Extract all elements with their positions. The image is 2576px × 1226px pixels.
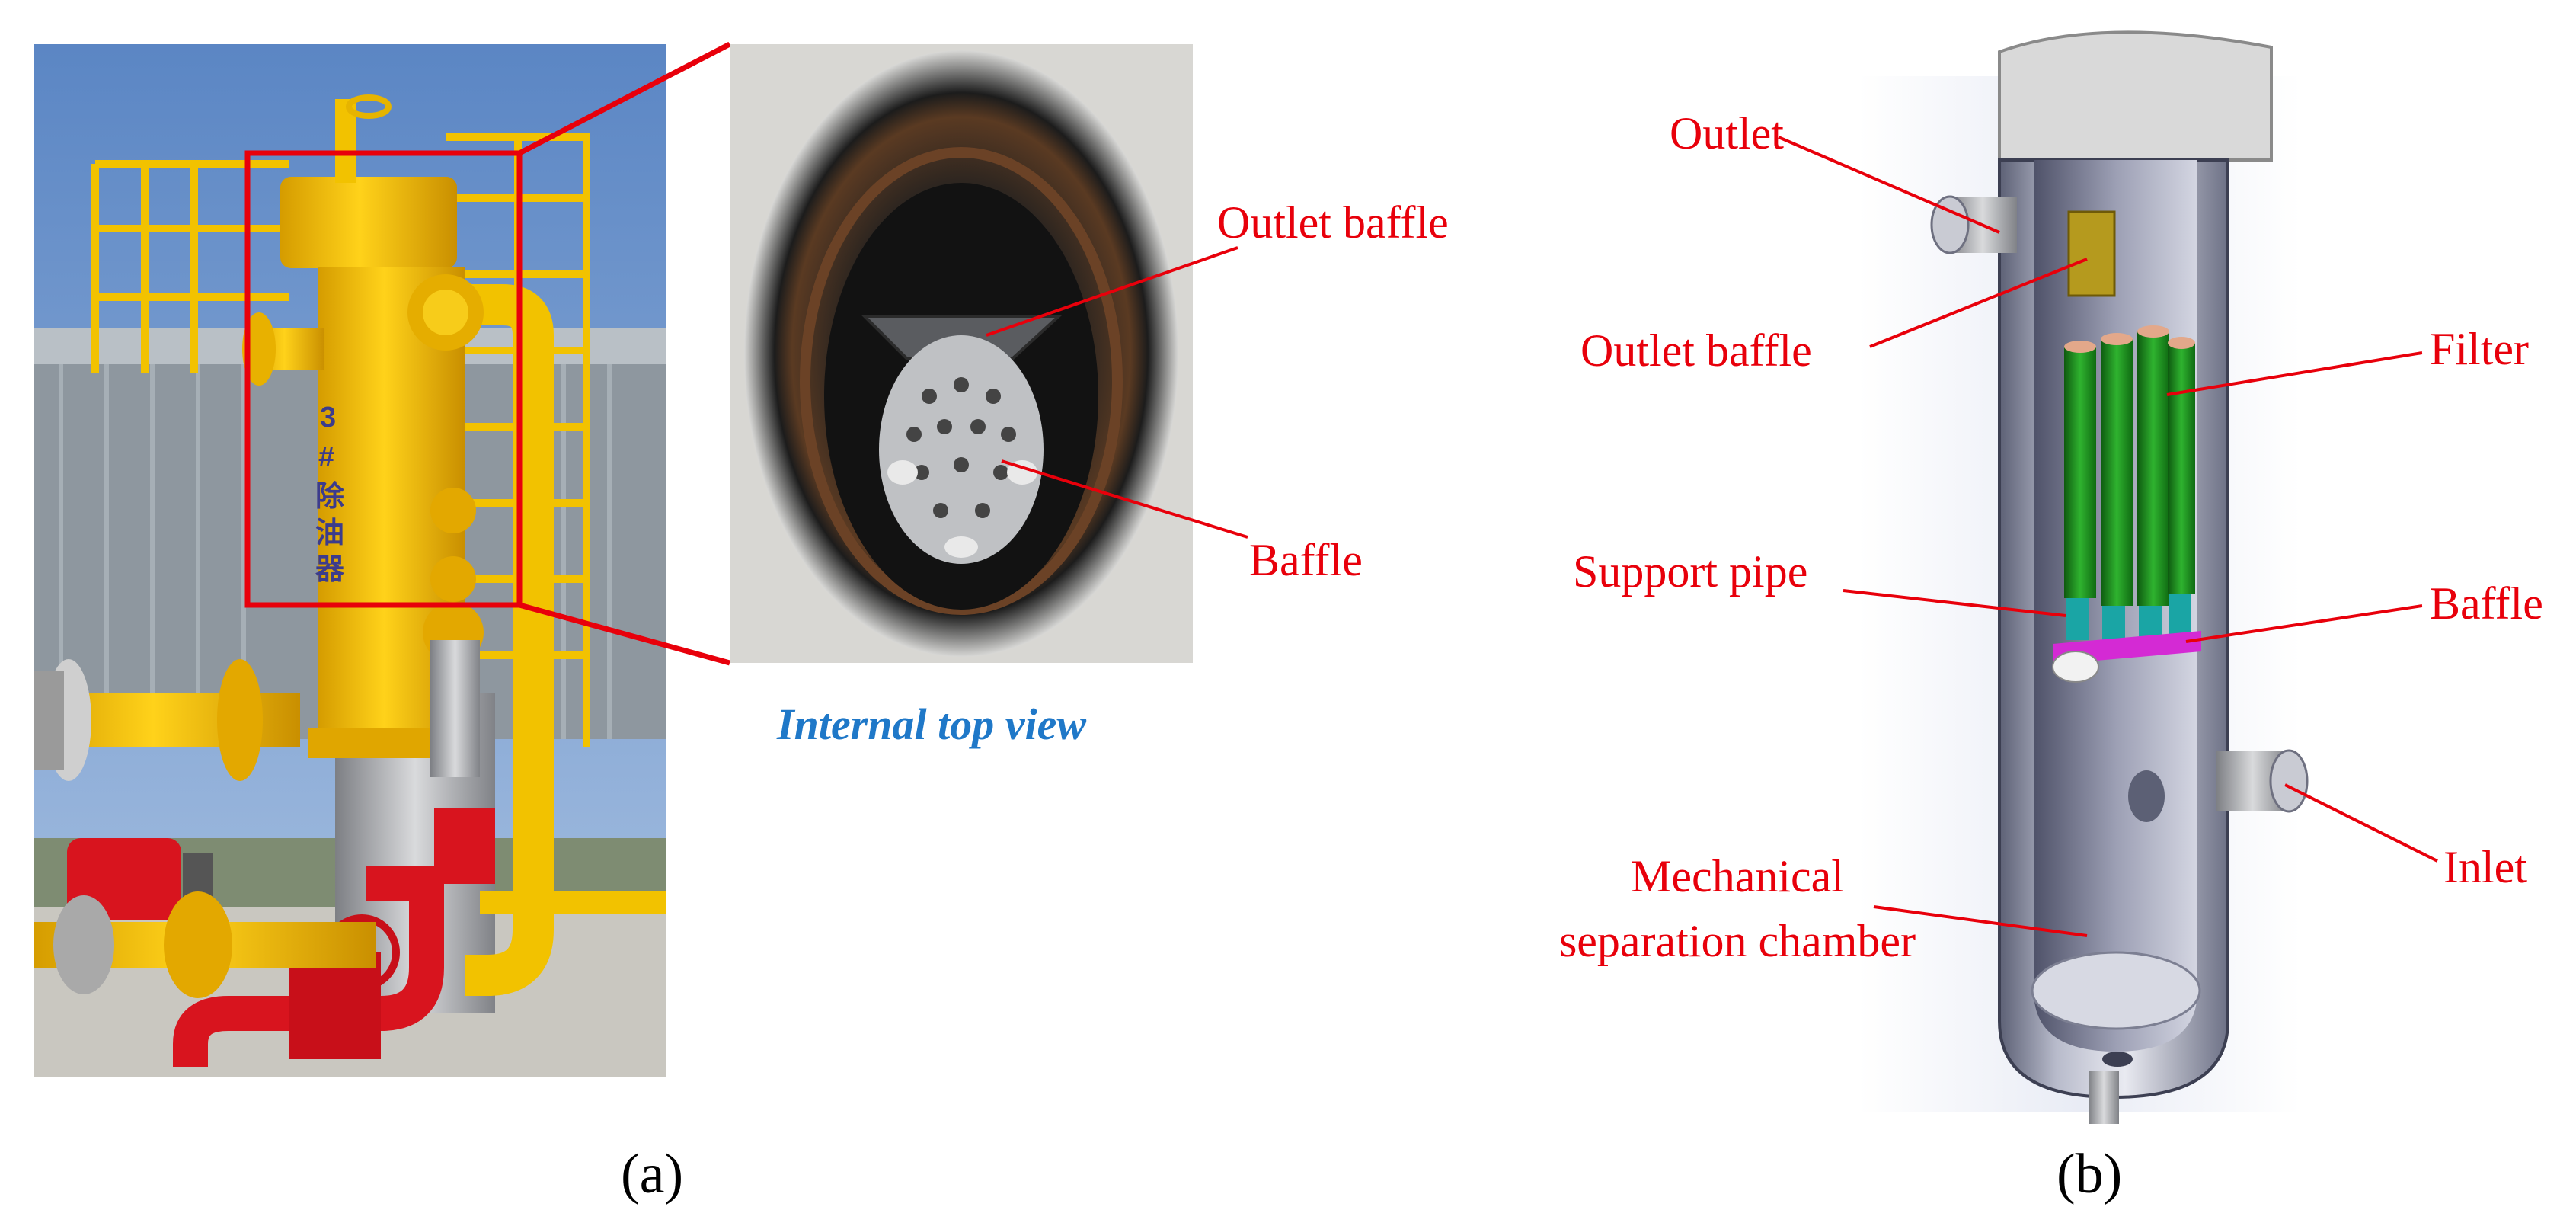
leader-baffle-b <box>2185 604 2423 643</box>
sign-char-5: 器 <box>315 554 345 586</box>
leader-baffle-a <box>1001 459 1248 539</box>
label-baffle-a: Baffle <box>1249 535 1363 585</box>
leader-outlet-baffle-a <box>986 246 1238 337</box>
sign-char-4: 油 <box>315 517 344 549</box>
sign-char-3: 除 <box>315 480 345 513</box>
label-outlet-baffle-b: Outlet baffle <box>1580 325 1812 376</box>
sign-char-2: # <box>318 441 334 473</box>
photo-equipment: 3 # 除 油 器 <box>34 44 666 1077</box>
zoom-connector-top <box>518 41 731 156</box>
label-support-pipe: Support pipe <box>1573 546 1807 597</box>
label-filter: Filter <box>2430 324 2529 374</box>
leader-filter <box>2166 351 2423 396</box>
leader-chamber <box>1873 905 2088 937</box>
label-outlet-baffle-a: Outlet baffle <box>1217 197 1449 248</box>
sign-char-1: 3 <box>320 402 336 434</box>
leader-outlet <box>1778 136 2000 234</box>
label-chamber-line2: separation chamber <box>1559 916 1916 966</box>
cad-separator-cutaway <box>1858 30 2309 1124</box>
zoom-box <box>244 150 523 608</box>
inset-caption: Internal top view <box>776 699 1086 749</box>
label-inlet: Inlet <box>2443 842 2527 892</box>
caption-b: (b) <box>2057 1143 2122 1205</box>
leader-outlet-baffle-b <box>1869 258 2088 348</box>
zoom-connector-bottom <box>519 602 730 666</box>
leader-support-pipe <box>1843 589 2066 617</box>
caption-a: (a) <box>621 1143 683 1205</box>
label-chamber-line1: Mechanical <box>1631 851 1844 901</box>
label-baffle-b: Baffle <box>2430 578 2543 629</box>
photo-internal-top-view <box>730 44 1193 663</box>
label-outlet: Outlet <box>1670 108 1784 158</box>
leader-inlet <box>2284 783 2438 863</box>
